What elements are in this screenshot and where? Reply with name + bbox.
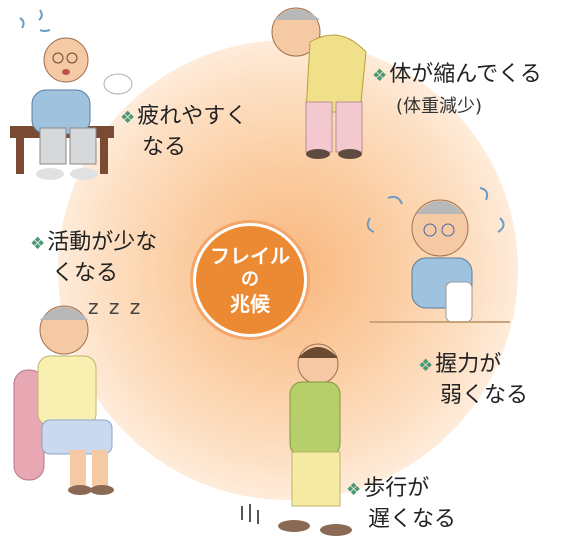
sign-weak-grip-label: ❖握力が 弱くなる: [418, 350, 528, 411]
inactive-woman-figure: [13, 305, 114, 495]
sign-weight-loss-line2: (体重減少): [396, 96, 483, 117]
weak-grip-figure: [366, 187, 510, 323]
sign-slow-walk-label: ❖歩行が 遅くなる: [346, 474, 456, 535]
diamond-icon: ❖: [346, 480, 362, 500]
diamond-icon: ❖: [30, 234, 46, 254]
sign-fatigue-label: ❖疲れやすく なる: [120, 102, 247, 163]
badge-title-line2: の: [241, 269, 259, 290]
diamond-icon: ❖: [372, 66, 388, 86]
diamond-icon: ❖: [120, 108, 136, 128]
diamond-icon: ❖: [418, 356, 434, 376]
badge-title-line1: フレイル: [210, 244, 290, 268]
sign-weight-loss-line1: 体が縮んでくる: [389, 62, 542, 87]
sign-low-activity-line1: 活動が少な: [47, 230, 158, 255]
sign-low-activity-label: ❖活動が少な くなる: [30, 228, 157, 289]
sign-slow-walk-line1: 歩行が: [363, 476, 430, 501]
sign-low-activity-line2: くなる: [52, 261, 119, 286]
sign-fatigue-line2: なる: [142, 135, 187, 160]
slow-walker-figure: [241, 343, 352, 536]
snore-text: z z z: [88, 295, 143, 319]
tired-man-figure: [10, 9, 133, 180]
badge-title-line3: 兆候: [230, 292, 270, 316]
sign-weight-loss-label: ❖体が縮んでくる (体重減少): [372, 60, 542, 122]
center-badge: フレイル の 兆候: [196, 226, 304, 334]
sign-slow-walk-line2: 遅くなる: [368, 507, 457, 532]
sign-weak-grip-line1: 握力が: [435, 352, 502, 377]
sign-fatigue-line1: 疲れやすく: [137, 104, 248, 129]
shrinking-woman-figure: [271, 7, 367, 159]
sign-weak-grip-line2: 弱くなる: [440, 383, 529, 408]
